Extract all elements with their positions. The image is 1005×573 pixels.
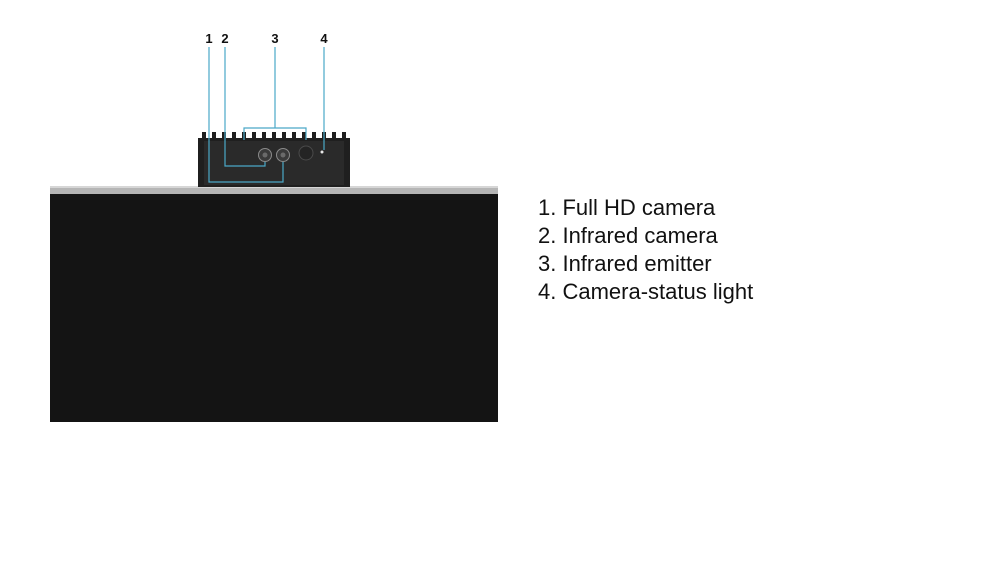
callout-number-1: 1 [205,31,212,46]
camera-vent-fin [252,132,256,139]
legend-item-full-hd-camera: 1. Full HD camera [538,195,716,220]
legend-item-infrared-emitter: 3. Infrared emitter [538,251,712,276]
full-hd-camera-lens-inner [262,152,268,158]
camera-vent-fin [222,132,226,139]
legend-item-infrared-camera: 2. Infrared camera [538,223,718,248]
leader-line-1 [208,47,284,183]
camera-vent-fin [272,132,276,139]
camera-vent-fin [202,132,206,139]
camera-vent-fin [312,132,316,139]
callout-numbers: 1 2 3 4 [205,31,328,46]
infrared-emitter-right [298,145,314,161]
callout-number-4: 4 [320,31,328,46]
monitor [50,186,498,422]
leader-line-2 [224,47,266,167]
leader-lines [208,47,325,183]
camera-vent-fin [212,132,216,139]
callout-legend: 1. Full HD camera 2. Infrared camera 3. … [538,194,753,306]
camera-module [198,132,350,187]
camera-vent-fin [342,132,346,139]
callout-number-3: 3 [271,31,278,46]
camera-vent-fin [232,132,236,139]
camera-vent-fin [292,132,296,139]
monitor-screen [50,194,498,422]
camera-module-face [204,141,344,185]
camera-vent-fin [262,132,266,139]
camera-status-light [320,150,324,154]
monitor-bezel-top [50,186,498,194]
legend-item-camera-status-light: 4. Camera-status light [538,279,754,304]
camera-vent-fin [282,132,286,139]
camera-vent-fin [302,132,306,139]
camera-vent-fin [332,132,336,139]
infrared-camera-lens-inner [280,152,286,158]
callout-number-2: 2 [221,31,228,46]
